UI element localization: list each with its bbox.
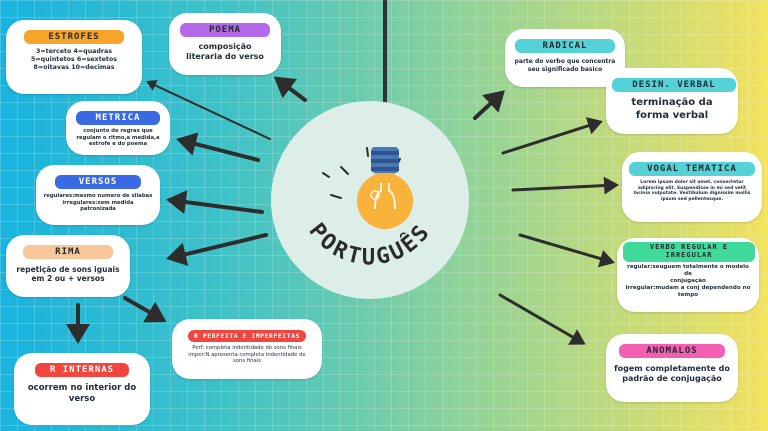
estrofes-line-1: 3=terceto 4=quadras bbox=[35, 48, 113, 55]
arrow-to-poema bbox=[273, 76, 307, 102]
pill-poema: POEMA bbox=[180, 23, 270, 37]
node-estrofes: ESTROFES 3=terceto 4=quadras 5=quintetos… bbox=[6, 20, 142, 94]
pill-metrica: METRICA bbox=[76, 111, 160, 125]
center-title: PORTUGUÊS bbox=[304, 219, 434, 271]
rima-perfeita-line-1: Perf: completa indentidade de sons finai… bbox=[192, 345, 302, 351]
verbo-regular-line-1: regular:seuguem totalmente o modelo de bbox=[627, 263, 749, 277]
versos-line-1: regulares:mesmo numero de silabas bbox=[43, 193, 153, 199]
poema-line-2: literaria do verso bbox=[186, 52, 264, 61]
metrica-line-1: conjunto de regras que bbox=[83, 128, 153, 134]
vogal-tematica-line-3: lacinia vulputate. Vestibulum dignissim … bbox=[633, 191, 751, 197]
verbo-regular-line-3: irregular:mudam a conj dependendo no bbox=[625, 284, 751, 291]
radical-line-2: seu significado basico bbox=[527, 65, 603, 73]
node-metrica: METRICA conjunto de regras que regulam o… bbox=[66, 101, 170, 155]
lightbulb-icon bbox=[357, 147, 413, 229]
metrica-line-3: estrofe e do poema bbox=[88, 141, 148, 148]
node-poema: POEMA composição literaria do verso bbox=[169, 13, 281, 75]
rima-interna-line-2: verso bbox=[68, 393, 96, 404]
rima-line-2: em 2 ou + versos bbox=[31, 274, 105, 284]
arrow-to-desin-verbal bbox=[501, 117, 603, 155]
arrow-to-vogal-tematica bbox=[511, 176, 619, 195]
arrow-to-versos bbox=[166, 190, 264, 214]
pill-estrofes: ESTROFES bbox=[24, 30, 124, 44]
verbo-regular-line-2: conjugação bbox=[670, 277, 706, 284]
arrow-rima-to-perfeita bbox=[123, 296, 167, 323]
vogal-tematica-line-4: ipsum sed pellentesque. bbox=[660, 196, 724, 202]
anomalos-line-2: padrão de conjugação bbox=[622, 374, 722, 383]
arrow-to-estrofes bbox=[146, 79, 271, 140]
verbo-regular-line-4: tempo bbox=[677, 291, 699, 298]
anomalos-line-1: fogem completamente do bbox=[614, 364, 730, 373]
pill-versos: VERSOS bbox=[55, 175, 141, 189]
desin-verbal-line-1: terminação da bbox=[631, 97, 713, 108]
rima-interna-line-1: ocorrem no interior do bbox=[27, 383, 137, 393]
desin-verbal-line-2: forma verbal bbox=[635, 109, 709, 121]
node-rima-perfeita: R PERFEITA E IMPERFEITAS Perf: completa … bbox=[172, 319, 322, 379]
node-rima-interna: R INTERNAS ocorrem no interior do verso bbox=[14, 353, 150, 425]
pill-desin-verbal: DESIN. VERBAL bbox=[612, 78, 736, 92]
pill-vogal-tematica: VOGAL TEMATICA bbox=[629, 162, 755, 176]
pill-anomalos: ANOMALOS bbox=[619, 344, 725, 358]
versos-line-3: patronizada bbox=[80, 206, 116, 213]
estrofes-line-2: 5=quintetos 6=sextetos bbox=[31, 55, 117, 63]
pill-rima-perfeita: R PERFEITA E IMPERFEITAS bbox=[188, 330, 306, 342]
node-versos: VERSOS regulares:mesmo numero de silabas… bbox=[36, 165, 160, 225]
radical-line-1: parte do verbo que concentra bbox=[514, 58, 616, 65]
rima-perfeita-line-2: imper:N apresenta completa indentidade d… bbox=[188, 351, 306, 358]
arrow-to-radical bbox=[473, 90, 505, 120]
center-illustration: PORTUGUÊS bbox=[304, 147, 437, 271]
node-vogal-tematica: VOGAL TEMATICA Lorem ipsum dolor sit ame… bbox=[622, 152, 762, 222]
arrow-to-rima bbox=[166, 233, 268, 266]
vogal-tematica-line-2: adipiscing elit. Suspendisse in mi sed v… bbox=[637, 185, 747, 191]
node-anomalos: ANOMALOS fogem completamente do padrão d… bbox=[606, 334, 738, 402]
arrow-to-verbo-regular bbox=[518, 233, 615, 268]
node-rima: RIMA repetição de sons iguais em 2 ou + … bbox=[6, 235, 130, 297]
arrow-to-metrica bbox=[176, 132, 260, 162]
node-radical: RADICAL parte do verbo que concentra seu… bbox=[505, 29, 625, 87]
metrica-line-2: regulam o ritmo,a medida,a bbox=[76, 134, 160, 141]
svg-text:PORTUGUÊS: PORTUGUÊS bbox=[304, 219, 437, 271]
estrofes-line-3: 8=oitavas 10=decimas bbox=[33, 63, 115, 71]
poema-line-1: composição bbox=[198, 42, 252, 51]
pill-rima: RIMA bbox=[23, 245, 113, 259]
vogal-tematica-line-1: Lorem ipsum dolor sit amet, consectetur bbox=[640, 180, 744, 185]
pill-verbo-regular: VERBO REGULAR E IRREGULAR bbox=[623, 242, 755, 262]
rima-perfeita-line-3: sons finais bbox=[233, 358, 261, 365]
node-desin-verbal: DESIN. VERBAL terminação da forma verbal bbox=[606, 68, 738, 134]
versos-line-2: irregulares:sem medida bbox=[62, 199, 134, 206]
rima-line-1: repetição de sons iguais bbox=[16, 265, 120, 274]
node-verbo-regular: VERBO REGULAR E IRREGULAR regular:seugue… bbox=[617, 238, 759, 312]
pill-radical: RADICAL bbox=[515, 39, 615, 53]
arrow-to-anomalos bbox=[498, 293, 586, 345]
pill-rima-interna: R INTERNAS bbox=[35, 363, 129, 377]
